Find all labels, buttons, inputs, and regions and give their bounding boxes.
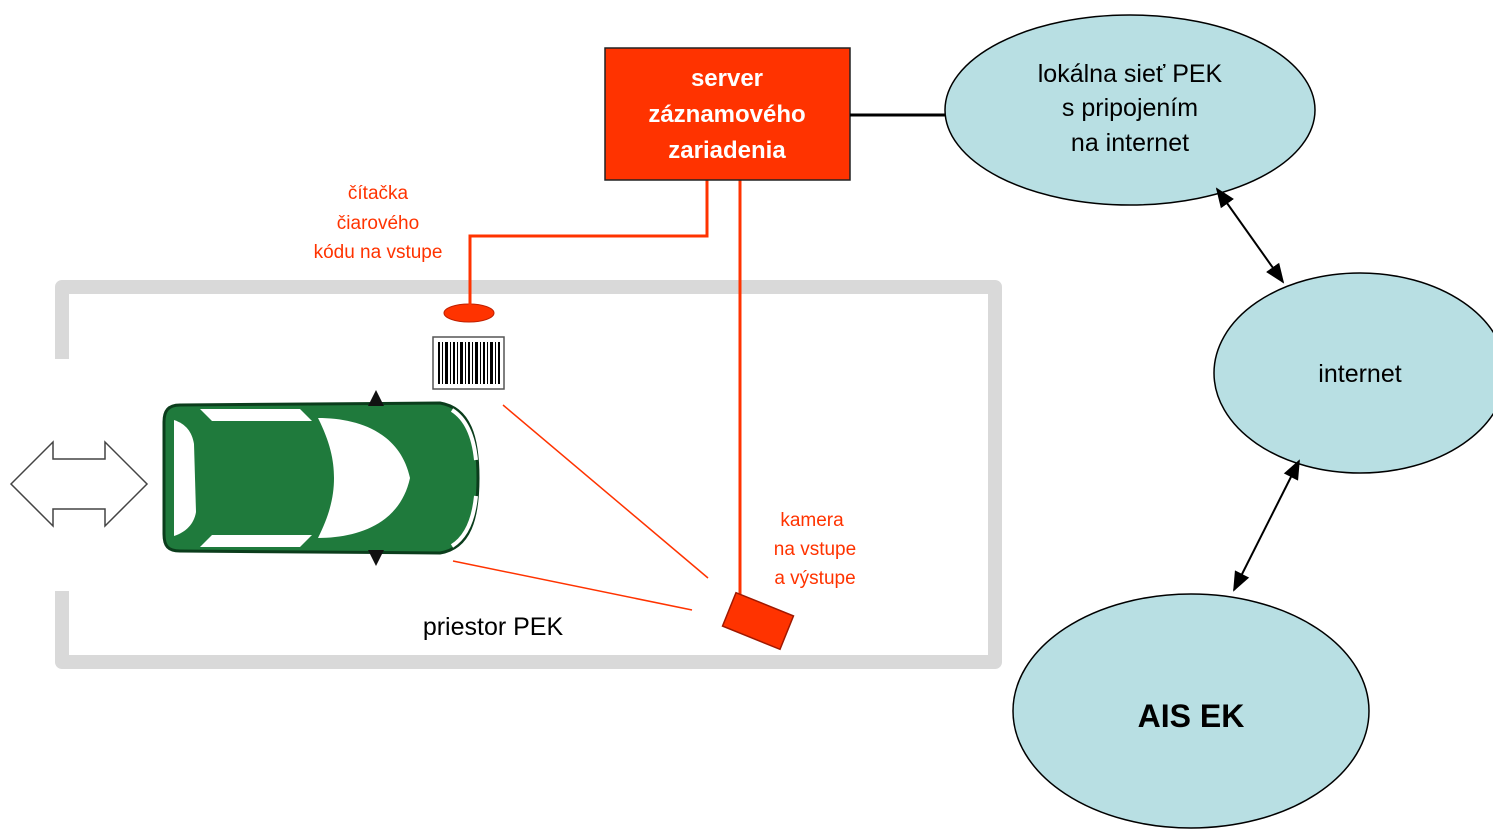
lan-label: na internet [1071, 129, 1189, 157]
lan-label: lokálna sieť PEK [1038, 60, 1223, 88]
reader-label: kódu na vstupe [314, 242, 443, 263]
car-icon [162, 390, 480, 566]
camera-label: na vstupe [774, 539, 856, 560]
server-label: server [691, 65, 763, 92]
reader-cable [468, 180, 709, 305]
camera-icon [721, 591, 795, 651]
server-label: zariadenia [668, 137, 786, 164]
barcode-icon [432, 336, 505, 390]
internet-label: internet [1318, 360, 1401, 388]
lan-label: s pripojením [1062, 94, 1198, 122]
internet-node [1213, 272, 1493, 474]
ais-ek-label: AIS EK [1138, 698, 1245, 734]
server-box [604, 47, 851, 181]
room-label: priestor PEK [423, 613, 564, 641]
reader-label: čiarového [337, 213, 419, 234]
lan-node [944, 14, 1316, 206]
entry-exit-arrow [9, 440, 149, 528]
internet-ais-arrow [1233, 459, 1300, 592]
camera-label: a výstupe [774, 568, 855, 589]
room-outline [55, 280, 1002, 669]
server-label: záznamového [648, 101, 805, 128]
camera-view-line [502, 404, 709, 579]
barcode-reader-icon [443, 303, 495, 323]
lan-internet-arrow [1215, 187, 1285, 284]
ais-ek-node [1012, 593, 1370, 829]
reader-label: čítačka [348, 183, 409, 204]
camera-view-line [452, 560, 693, 611]
camera-label: kamera [780, 510, 844, 531]
